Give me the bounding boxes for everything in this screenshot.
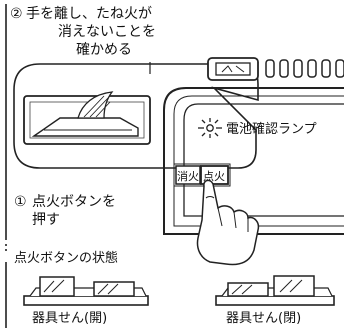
step2-number: ②	[10, 6, 23, 22]
battery-lamp-label: 電池確認ランプ	[226, 121, 317, 137]
button-state-closed-illustration	[215, 275, 335, 306]
step1-line2: 押す	[32, 212, 60, 228]
step2-instruction: ② 手を離し、たね火が 消えないことを 確かめる	[10, 5, 156, 58]
step1-instruction: ① 点火ボタンを 押す	[14, 194, 116, 228]
battery-compartment	[207, 57, 344, 81]
vent-slots	[265, 59, 344, 78]
lamp-icon	[198, 118, 222, 138]
control-panel	[163, 87, 344, 235]
pilot-flame-callout	[13, 62, 259, 169]
step1-line1: 点火ボタンを	[32, 194, 116, 210]
step1-number: ①	[14, 194, 27, 210]
state-closed-caption: 器具せん(閉)	[226, 311, 301, 326]
state-open-caption: 器具せん(開)	[32, 311, 107, 326]
step2-line3: 確かめる	[76, 42, 132, 58]
step2-line2: 消えないことを	[58, 24, 156, 40]
battery-lamp-indicator: 電池確認ランプ	[198, 118, 317, 138]
hand-pressing-icon	[196, 179, 260, 266]
step2-line1: 手を離し、たね火が	[26, 5, 152, 22]
shoka-button[interactable]: 消火	[175, 165, 201, 185]
button-state-open-illustration	[23, 276, 149, 306]
burner-body	[31, 117, 139, 137]
shoka-button-label: 消火	[177, 169, 199, 183]
state-section-title: 点火ボタンの状態	[14, 250, 118, 266]
